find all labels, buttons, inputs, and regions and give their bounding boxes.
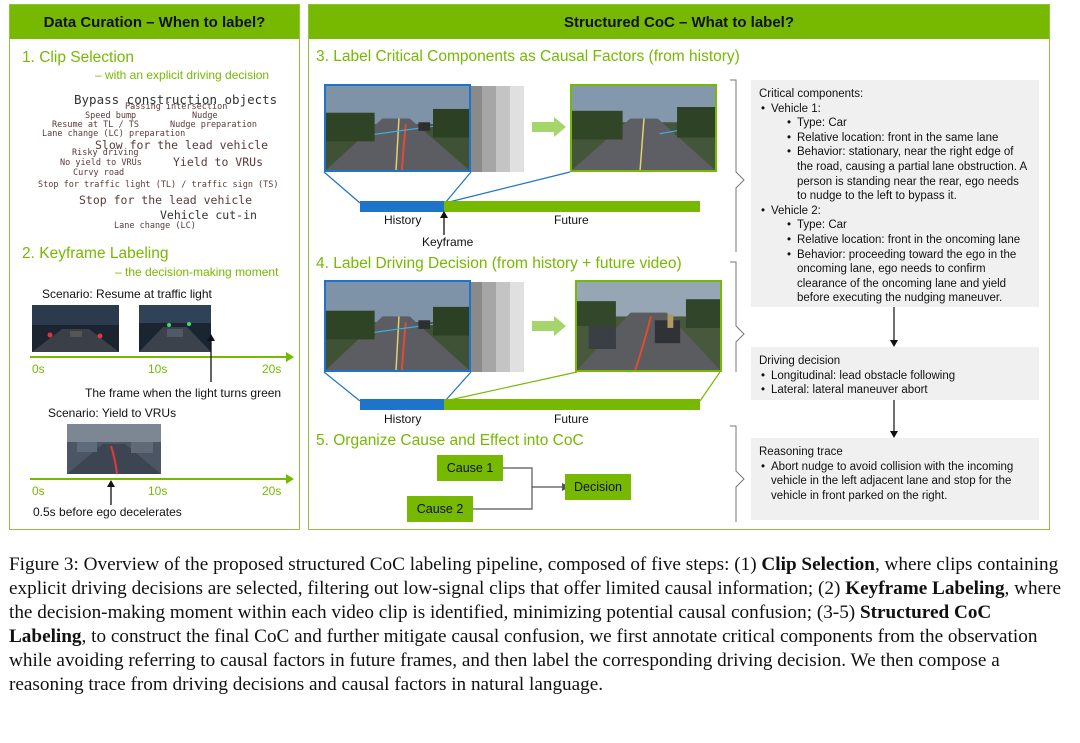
cause1-node: Cause 1 xyxy=(437,455,503,481)
step4-future-image xyxy=(575,280,722,372)
v2-behavior: Behavior: proceeding toward the ego in t… xyxy=(785,248,1031,306)
scenario1-frame2-image xyxy=(139,305,211,352)
critical-to-decision-arrow xyxy=(890,307,898,347)
scenario2-keyframe-arrow xyxy=(107,480,115,505)
step4-timeline xyxy=(360,399,700,410)
scenario2-note: 0.5s before ego decelerates xyxy=(33,505,182,519)
cloud-word: No yield to VRUs xyxy=(60,158,142,168)
caption-text-2: , where clips containing explicit drivin… xyxy=(9,554,1059,600)
keyframe-arrow xyxy=(440,211,448,235)
vehicle1-label: Vehicle 1: xyxy=(771,102,821,115)
vehicle2-item: Vehicle 2: Type: Car Relative location: … xyxy=(759,204,1031,306)
cloud-word: Slow for the lead vehicle xyxy=(95,138,269,152)
scenario2-label: Scenario: Yield to VRUs xyxy=(48,406,177,420)
scenario2-timeline-arrow xyxy=(30,474,294,484)
history-frame-stack xyxy=(468,86,524,172)
step3-timeline xyxy=(360,201,700,212)
cloud-word: Vehicle cut-in xyxy=(160,208,257,222)
step4-history-label: History xyxy=(384,412,422,426)
cloud-word: Nudge preparation xyxy=(170,120,257,130)
scenario1-timeline-arrow xyxy=(30,352,294,362)
scenario1-tick-10: 10s xyxy=(148,362,168,376)
scenario1-label: Scenario: Resume at traffic light xyxy=(42,287,212,301)
step3-title: 3. Label Critical Components as Causal F… xyxy=(316,48,740,65)
structured-coc-title: Structured CoC – What to label? xyxy=(309,5,1049,39)
cloud-word: Resume at TL / TS xyxy=(52,120,139,130)
cause2-node: Cause 2 xyxy=(407,496,473,522)
decision-lateral: Lateral: lateral maneuver abort xyxy=(759,383,1031,398)
cloud-word: Lane change (LC) preparation xyxy=(42,129,186,139)
caption-text-4: , to construct the final CoC and further… xyxy=(9,626,1038,696)
keyframe-labeling-subtitle: – the decision-making moment xyxy=(115,265,279,279)
reasoning-heading: Reasoning trace xyxy=(759,446,843,458)
cloud-word: Stop for traffic light (TL) / traffic si… xyxy=(38,180,279,190)
critical-components-box: Critical components: Vehicle 1: Type: Ca… xyxy=(751,80,1039,307)
v2-location: Relative location: front in the oncoming… xyxy=(785,233,1031,248)
decision-longitudinal: Longitudinal: lead obstacle following xyxy=(759,369,1031,384)
cloud-word: Bypass construction objects xyxy=(74,92,278,107)
scenario2-frame-image xyxy=(67,424,161,474)
reasoning-trace-box: Reasoning trace Abort nudge to avoid col… xyxy=(751,438,1039,520)
scenario1-tick-20: 20s xyxy=(262,362,282,376)
scenario1-note: The frame when the light turns green xyxy=(85,386,282,400)
caption-text-3: , where the decision-making moment withi… xyxy=(9,578,1062,624)
caption-text-1: Figure 3: Overview of the proposed struc… xyxy=(9,554,762,575)
clip-selection-title: 1. Clip Selection xyxy=(22,49,135,66)
critical-heading: Critical components: xyxy=(759,88,864,100)
step3-zoom-lines xyxy=(323,171,571,204)
scenario1-tick-0: 0s xyxy=(32,362,45,376)
scenario2-tick-0: 0s xyxy=(32,484,45,498)
scenario2-tick-10: 10s xyxy=(148,484,168,498)
scenario1-keyframe-arrow xyxy=(207,334,215,382)
cloud-word: Lane change (LC) xyxy=(114,221,196,231)
step4-history-frame-stack xyxy=(468,282,524,372)
step3-future-image xyxy=(570,84,717,172)
vehicle2-label: Vehicle 2: xyxy=(771,204,821,217)
v2-type: Type: Car xyxy=(785,218,1031,233)
step3-history-label: History xyxy=(384,213,422,227)
scenario2-tick-20: 20s xyxy=(262,484,282,498)
cloud-word: Yield to VRUs xyxy=(173,155,264,169)
v1-type: Type: Car xyxy=(785,116,1031,131)
cloud-word: Nudge xyxy=(192,111,218,121)
step4-title: 4. Label Driving Decision (from history … xyxy=(316,255,682,272)
cloud-word: Stop for the lead vehicle xyxy=(79,193,253,207)
step3-arrow xyxy=(532,117,566,137)
keyframe-label: Keyframe xyxy=(422,235,474,249)
step3-future-label: Future xyxy=(554,213,589,227)
caption-bold-2: Keyframe Labeling xyxy=(845,578,1005,600)
step3-keyframe-image xyxy=(324,84,471,172)
step5-title: 5. Organize Cause and Effect into CoC xyxy=(316,432,584,449)
step4-zoom-lines xyxy=(323,371,720,402)
cloud-word: Risky driving xyxy=(72,148,139,158)
step4-arrow xyxy=(532,316,566,336)
decision-node: Decision xyxy=(565,474,631,500)
keyframe-labeling-title: 2. Keyframe Labeling xyxy=(22,245,169,262)
bracket-connectors xyxy=(730,79,745,522)
scenario1-frame1-image xyxy=(32,305,119,352)
reasoning-text: Abort nudge to avoid collision with the … xyxy=(759,460,1031,504)
caption-bold-3: Structured CoC Labeling xyxy=(9,602,992,648)
cloud-word: Curvy road xyxy=(73,168,125,178)
v1-location: Relative location: front in the same lan… xyxy=(785,131,1031,146)
decision-heading: Driving decision xyxy=(759,355,841,367)
driving-decision-box: Driving decision Longitudinal: lead obst… xyxy=(751,347,1039,400)
vehicle1-item: Vehicle 1: Type: Car Relative location: … xyxy=(759,102,1031,204)
data-curation-title: Data Curation – When to label? xyxy=(10,5,299,39)
decision-to-reasoning-arrow xyxy=(890,400,898,438)
figure-caption: Figure 3: Overview of the proposed struc… xyxy=(9,553,1071,698)
cloud-word: Speed bump xyxy=(85,111,137,121)
caption-bold-1: Clip Selection xyxy=(761,554,875,575)
clip-selection-subtitle: – with an explicit driving decision xyxy=(95,68,270,82)
v1-behavior: Behavior: stationary, near the right edg… xyxy=(785,145,1031,203)
step4-future-label: Future xyxy=(554,412,589,426)
step4-keyframe-image xyxy=(324,280,471,372)
cloud-word: Passing intersection xyxy=(125,102,228,112)
